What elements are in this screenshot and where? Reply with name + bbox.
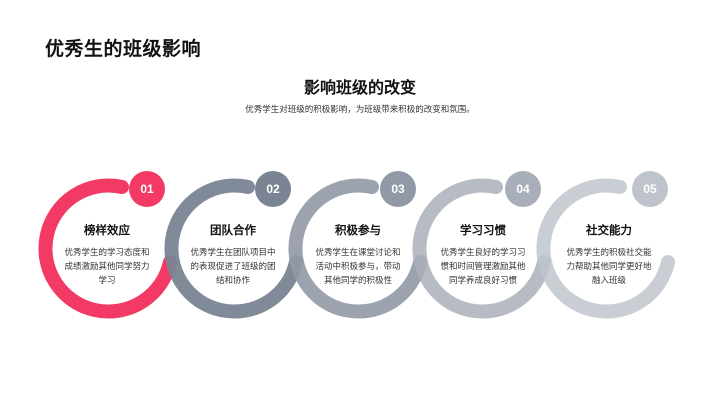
card-title: 社交能力 bbox=[586, 223, 632, 237]
badge-02: 02 bbox=[255, 171, 291, 207]
badge-05: 05 bbox=[632, 171, 668, 207]
section-title: 影响班级的改变 bbox=[303, 78, 416, 97]
card-03: 积极参与 优秀学生在课堂讨论和活动中积极参与，带动其他同学的积极性 bbox=[303, 222, 413, 288]
card-04: 学习习惯 优秀学生良好的学习习惯和时间管理激励其他同学养成良好习惯 bbox=[428, 222, 538, 288]
card-title: 榜样效应 bbox=[84, 223, 130, 237]
card-desc: 优秀学生的积极社交能力帮助其他同学更好地融入班级 bbox=[566, 248, 652, 286]
card-title: 学习习惯 bbox=[460, 223, 506, 237]
card-desc: 优秀学生的学习态度和成绩激励其他同学努力学习 bbox=[64, 248, 150, 286]
card-02: 团队合作 优秀学生在团队项目中的表现促进了班级的团结和协作 bbox=[178, 222, 288, 288]
ring-01 bbox=[38, 178, 177, 319]
badge-01: 01 bbox=[129, 171, 165, 207]
ring-03 bbox=[288, 178, 427, 319]
card-desc: 优秀学生在团队项目中的表现促进了班级的团结和协作 bbox=[190, 248, 276, 286]
badge-03: 03 bbox=[380, 171, 416, 207]
ring-05 bbox=[536, 178, 675, 319]
badge-04: 04 bbox=[505, 171, 541, 207]
card-title: 团队合作 bbox=[210, 223, 256, 237]
card-05: 社交能力 优秀学生的积极社交能力帮助其他同学更好地融入班级 bbox=[554, 222, 664, 288]
section-subtitle: 优秀学生对班级的积极影响，为班级带来积极的改变和氛围。 bbox=[245, 105, 475, 115]
card-desc: 优秀学生在课堂讨论和活动中积极参与，带动其他同学的积极性 bbox=[315, 248, 401, 286]
card-title: 积极参与 bbox=[335, 223, 381, 237]
ring-04 bbox=[412, 178, 551, 319]
ring-02 bbox=[164, 178, 303, 319]
card-desc: 优秀学生良好的学习习惯和时间管理激励其他同学养成良好习惯 bbox=[440, 248, 526, 286]
page-title: 优秀生的班级影响 bbox=[45, 38, 202, 60]
card-01: 榜样效应 优秀学生的学习态度和成绩激励其他同学努力学习 bbox=[52, 222, 162, 288]
